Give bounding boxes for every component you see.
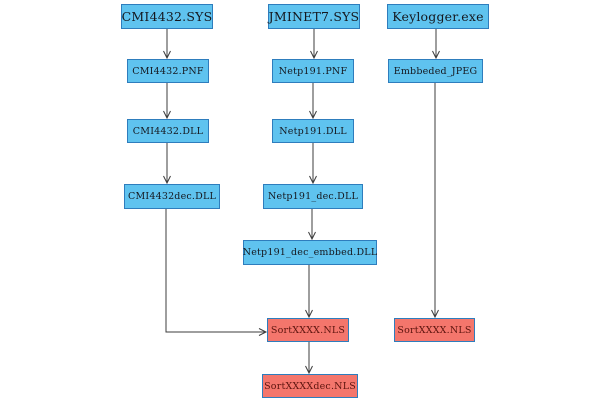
- node-keylogger-exe: Keylogger.exe: [387, 4, 489, 29]
- node-sortxxxx-nls-mid: SortXXXX.NLS: [267, 318, 349, 342]
- arrow-head-icon: [309, 175, 317, 185]
- node-sortxxxx-nls-right: SortXXXX.NLS: [394, 318, 475, 342]
- node-cmi4432-dll: CMI4432.DLL: [127, 119, 209, 143]
- arrow-head-icon: [258, 328, 268, 336]
- node-jminet7-sys: JMINET7.SYS: [268, 4, 360, 29]
- node-label: CMI4432.DLL: [132, 125, 204, 137]
- node-label: Netp191.DLL: [279, 125, 347, 137]
- node-embbeded-jpeg: Embbeded_JPEG: [388, 59, 483, 83]
- node-sortxxxxdec-nls: SortXXXXdec.NLS: [262, 374, 358, 398]
- node-label: Embbeded_JPEG: [393, 65, 478, 77]
- node-label: Keylogger.exe: [392, 9, 484, 24]
- node-netp191-pnf: Netp191.PNF: [272, 59, 354, 83]
- node-netp191-dec-embbed-dll: Netp191_dec_embbed.DLL: [243, 240, 377, 265]
- node-label: CMI4432.PNF: [132, 65, 204, 77]
- node-label: CMI4432.SYS: [121, 9, 213, 24]
- node-label: SortXXXX.NLS: [397, 324, 472, 336]
- node-label: JMINET7.SYS: [268, 9, 360, 24]
- node-label: SortXXXXdec.NLS: [264, 380, 356, 392]
- arrow-head-icon: [309, 110, 317, 120]
- node-label: SortXXXX.NLS: [270, 324, 346, 336]
- arrow-head-icon: [163, 110, 171, 120]
- arrow-head-icon: [310, 50, 318, 60]
- edge-cmi4432dec-dll-to-sortxxxx-nls-mid: [165, 209, 266, 333]
- node-label: Netp191_dec.DLL: [268, 191, 358, 202]
- node-cmi4432-pnf: CMI4432.PNF: [127, 59, 209, 83]
- node-cmi4432dec-dll: CMI4432dec.DLL: [124, 184, 220, 209]
- arrow-head-icon: [305, 365, 313, 375]
- node-label: Netp191.PNF: [278, 65, 348, 77]
- node-netp191-dll: Netp191.DLL: [272, 119, 354, 143]
- node-label: Netp191_dec_embbed.DLL: [242, 247, 378, 258]
- node-label: CMI4432dec.DLL: [127, 191, 216, 202]
- arrow-head-icon: [431, 309, 439, 319]
- arrow-head-icon: [308, 231, 316, 241]
- node-cmi4432-sys: CMI4432.SYS: [121, 4, 213, 29]
- arrow-head-icon: [163, 175, 171, 185]
- arrow-head-icon: [432, 50, 440, 60]
- arrow-head-icon: [163, 50, 171, 60]
- node-netp191-dec-dll: Netp191_dec.DLL: [263, 184, 363, 209]
- arrow-head-icon: [305, 309, 313, 319]
